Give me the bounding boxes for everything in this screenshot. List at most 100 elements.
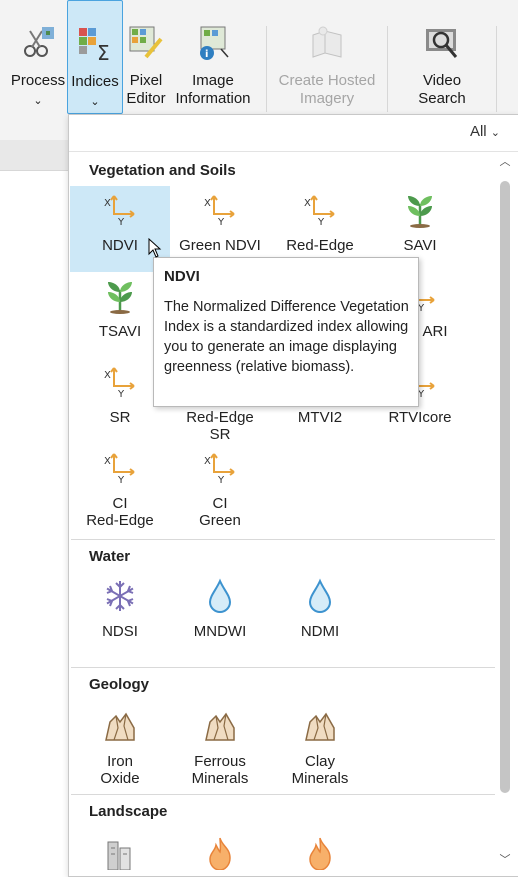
mouse-cursor-icon: [148, 238, 162, 258]
indices-label: Indices: [71, 73, 119, 90]
indices-button[interactable]: Σ Indices ⌄: [67, 0, 123, 114]
video-search-button[interactable]: Video Search: [406, 0, 478, 112]
create-hosted-imagery-button[interactable]: Create Hosted Imagery: [276, 0, 378, 112]
index-label: RTVIcore: [388, 409, 452, 426]
index-label: NDSI: [102, 623, 138, 640]
rock-icon: [305, 712, 335, 741]
video-search-icon: [426, 29, 458, 58]
process-button[interactable]: Process ⌄: [8, 0, 68, 112]
index-label: TSAVI: [98, 323, 142, 340]
index-tsavi[interactable]: TSAVI: [70, 278, 170, 340]
ndvi-tooltip: NDVI The Normalized Difference Vegetatio…: [153, 257, 419, 407]
index-label: NDVI: [102, 237, 138, 254]
index-landscape-urban[interactable]: [70, 834, 170, 870]
image-information-button[interactable]: i Image Information: [171, 0, 255, 112]
svg-text:X: X: [104, 370, 111, 381]
svg-text:X: X: [204, 198, 211, 209]
image-information-label: Image Information: [171, 72, 255, 108]
create-hosted-imagery-icon: [312, 26, 342, 58]
svg-text:Y: Y: [317, 217, 325, 228]
process-label: Process: [10, 72, 66, 89]
pixel-editor-button[interactable]: Pixel Editor: [123, 0, 169, 112]
index-label-line1: Iron: [107, 753, 133, 770]
pixel-editor-label: Pixel Editor: [123, 72, 169, 108]
index-label-line1: CI: [112, 495, 128, 512]
svg-text:Y: Y: [417, 303, 425, 314]
index-label: Ferrous Minerals: [170, 753, 270, 787]
index-landscape-fire-1[interactable]: [170, 834, 270, 870]
index-label-line2: SR: [209, 426, 231, 443]
water-drop-icon: [308, 578, 332, 614]
index-mndwi[interactable]: MNDWI: [170, 578, 270, 640]
filter-dropdown[interactable]: All ⌄: [470, 123, 500, 140]
index-label-line1: CI: [212, 495, 228, 512]
index-label-line2: Minerals: [191, 770, 249, 787]
axes-xy-icon: XY: [104, 453, 135, 486]
index-label: Green NDVI: [179, 237, 261, 254]
index-landscape-fire-2[interactable]: [270, 834, 370, 870]
section-title-vegetation: Vegetation and Soils: [89, 162, 236, 179]
ribbon-separator: [496, 26, 497, 112]
axes-xy-icon: XY: [104, 195, 135, 228]
index-label-line2: Oxide: [100, 770, 140, 787]
snowflake-icon: [106, 581, 134, 611]
index-ndmi[interactable]: NDMI: [270, 578, 370, 640]
pixel-editor-label-line2: Editor: [126, 90, 166, 107]
tooltip-body: The Normalized Difference Vegetation Ind…: [164, 299, 409, 375]
axes-xy-icon: XY: [304, 195, 335, 228]
gallery-scrollbar[interactable]: ︿ ﹀: [498, 155, 512, 867]
index-label-line1: Red-Edge: [186, 409, 254, 426]
index-clay-minerals[interactable]: Clay Minerals: [270, 708, 370, 787]
section-title-landscape: Landscape: [89, 803, 168, 820]
scroll-down-icon[interactable]: ﹀: [499, 854, 511, 866]
index-label: SAVI: [403, 237, 437, 254]
create-hosted-imagery-label: Create Hosted Imagery: [276, 72, 378, 108]
svg-text:X: X: [104, 198, 111, 209]
section-divider: [71, 539, 495, 540]
svg-text:Y: Y: [117, 389, 125, 400]
image-information-label-line1: Image: [192, 72, 234, 89]
plant-icon: [408, 196, 432, 228]
index-label-line1: Ferrous: [194, 753, 246, 770]
scrollbar-thumb[interactable]: [500, 181, 510, 793]
rock-icon: [205, 712, 235, 741]
svg-text:Y: Y: [217, 475, 225, 486]
section-title-geology: Geology: [89, 676, 150, 693]
tab-strip: [0, 140, 68, 171]
index-iron-oxide[interactable]: Iron Oxide: [70, 708, 170, 787]
plant-icon: [108, 282, 132, 314]
video-search-label: Video Search: [406, 72, 478, 108]
water-drop-icon: [208, 578, 232, 614]
create-hosted-imagery-label-line1: Create Hosted: [278, 72, 376, 89]
rock-icon: [105, 712, 135, 741]
index-savi[interactable]: SAVI: [370, 192, 470, 254]
index-rededge-ndvi[interactable]: XY Red-Edge NDVI: [270, 192, 370, 266]
fire-icon: [209, 837, 231, 870]
ribbon-separator: [266, 26, 267, 112]
index-ferrous-minerals[interactable]: Ferrous Minerals: [170, 708, 270, 787]
svg-text:X: X: [304, 198, 311, 209]
index-label: SR: [109, 409, 131, 426]
indices-icon: Σ: [79, 28, 110, 62]
chevron-down-icon: ⌄: [33, 95, 43, 107]
axes-xy-icon: XY: [104, 367, 135, 400]
create-hosted-imagery-label-line2: Imagery: [299, 90, 355, 107]
section-title-water: Water: [89, 548, 131, 565]
index-label: ARI: [422, 323, 448, 340]
index-label: NDMI: [300, 623, 340, 640]
gallery-filter-bar: All ⌄: [69, 115, 518, 152]
svg-text:Y: Y: [217, 217, 225, 228]
svg-text:Y: Y: [417, 389, 425, 400]
svg-text:X: X: [204, 456, 211, 467]
svg-text:Y: Y: [117, 475, 125, 486]
index-label-line2: Red-Edge: [86, 512, 154, 529]
index-label-line2: Green: [199, 512, 241, 529]
scroll-up-icon[interactable]: ︿: [499, 156, 511, 168]
svg-text:Σ: Σ: [97, 41, 110, 62]
section-divider: [71, 667, 495, 668]
index-ndsi[interactable]: NDSI: [70, 578, 170, 640]
